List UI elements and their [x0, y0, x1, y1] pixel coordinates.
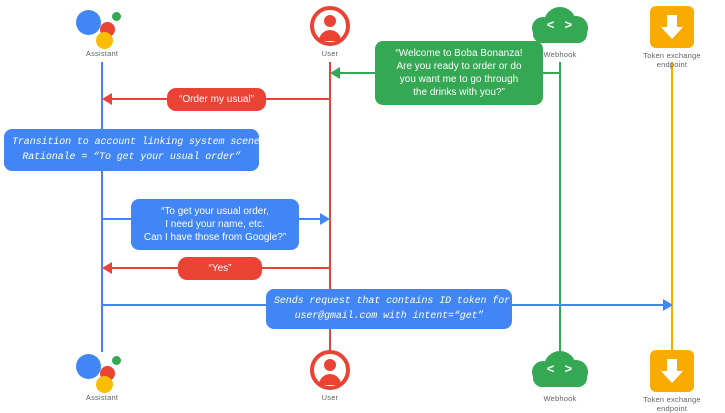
actor-user-top: User: [275, 6, 385, 58]
note-transition-line2: Rationale = “To get your usual order”: [22, 152, 241, 163]
message-welcome: “Welcome to Boba Bonanza! Are you ready …: [375, 41, 543, 105]
actor-label-endpoint-line1: Token exchange: [643, 51, 701, 60]
arrowhead-sends-request: [663, 299, 673, 311]
actor-label-user-bottom: User: [321, 393, 339, 402]
actor-assistant-bottom: Assistant: [47, 350, 157, 402]
message-need-your-name-line2: I need your name, etc.: [165, 219, 265, 230]
code-cloud-icon: < >: [532, 7, 588, 47]
google-assistant-icon-bottom: [76, 350, 128, 393]
message-welcome-line4: the drinks with you?”: [413, 87, 505, 98]
arrowhead-need-your-name: [320, 213, 330, 225]
message-yes-line1: “Yes”: [208, 263, 232, 274]
message-welcome-line2: Are you ready to order or do: [396, 61, 522, 72]
actor-label-endpoint-bottom-line2: endpoint: [656, 404, 688, 413]
lifeline-user: [329, 62, 331, 352]
actor-webhook-bottom: < > Webhook: [505, 351, 615, 403]
google-assistant-icon: [76, 6, 128, 49]
user-account-icon: [310, 6, 350, 46]
message-need-your-name-line1: “To get your usual order,: [161, 206, 269, 217]
actor-label-webhook-bottom: Webhook: [543, 394, 577, 403]
message-order-my-usual-line1: “Order my usual”: [178, 94, 254, 105]
actor-label-user: User: [321, 49, 339, 58]
message-welcome-line3: you want me to go through: [399, 74, 519, 85]
download-box-icon-bottom: [650, 350, 694, 392]
actor-assistant-top: Assistant: [47, 6, 157, 58]
message-order-my-usual: “Order my usual”: [167, 88, 266, 111]
message-yes: “Yes”: [178, 257, 262, 280]
arrowhead-welcome: [330, 67, 340, 79]
note-transition-line1: Transition to account linking system sce…: [12, 137, 266, 148]
lifeline-endpoint: [671, 62, 673, 352]
arrowhead-yes: [102, 262, 112, 274]
code-brackets-glyph: < >: [546, 18, 574, 33]
code-cloud-icon-bottom: < >: [532, 351, 588, 391]
actor-label-endpoint-bottom-line1: Token exchange: [643, 395, 701, 404]
actor-webhook-top: < > Webhook: [505, 7, 615, 59]
actor-label-endpoint-line2: endpoint: [656, 60, 688, 69]
code-brackets-glyph-bottom: < >: [546, 362, 574, 377]
message-welcome-line1: “Welcome to Boba Bonanza!: [395, 48, 523, 59]
actor-label-assistant: Assistant: [85, 49, 119, 58]
note-transition: Transition to account linking system sce…: [4, 129, 266, 171]
actor-endpoint-bottom: Token exchange endpoint: [617, 350, 725, 413]
lifeline-webhook: [559, 62, 561, 352]
arrowhead-order-my-usual: [102, 93, 112, 105]
message-need-your-name: “To get your usual order, I need your na…: [131, 199, 299, 250]
download-box-icon: [650, 6, 694, 48]
note-sends-request-line2: user@gmail.com with intent=“get”: [294, 311, 484, 322]
actor-endpoint-top: Token exchange endpoint: [617, 6, 725, 69]
actor-user-bottom: User: [275, 350, 385, 402]
user-account-icon-bottom: [310, 350, 350, 390]
lifeline-assistant: [101, 62, 103, 352]
message-need-your-name-line3: Can I have those from Google?”: [143, 232, 287, 243]
note-sends-request-line1: Sends request that contains ID token for: [274, 296, 511, 307]
actor-label-webhook: Webhook: [543, 50, 577, 59]
note-sends-request: Sends request that contains ID token for…: [266, 289, 512, 329]
actor-label-assistant-bottom: Assistant: [85, 393, 119, 402]
